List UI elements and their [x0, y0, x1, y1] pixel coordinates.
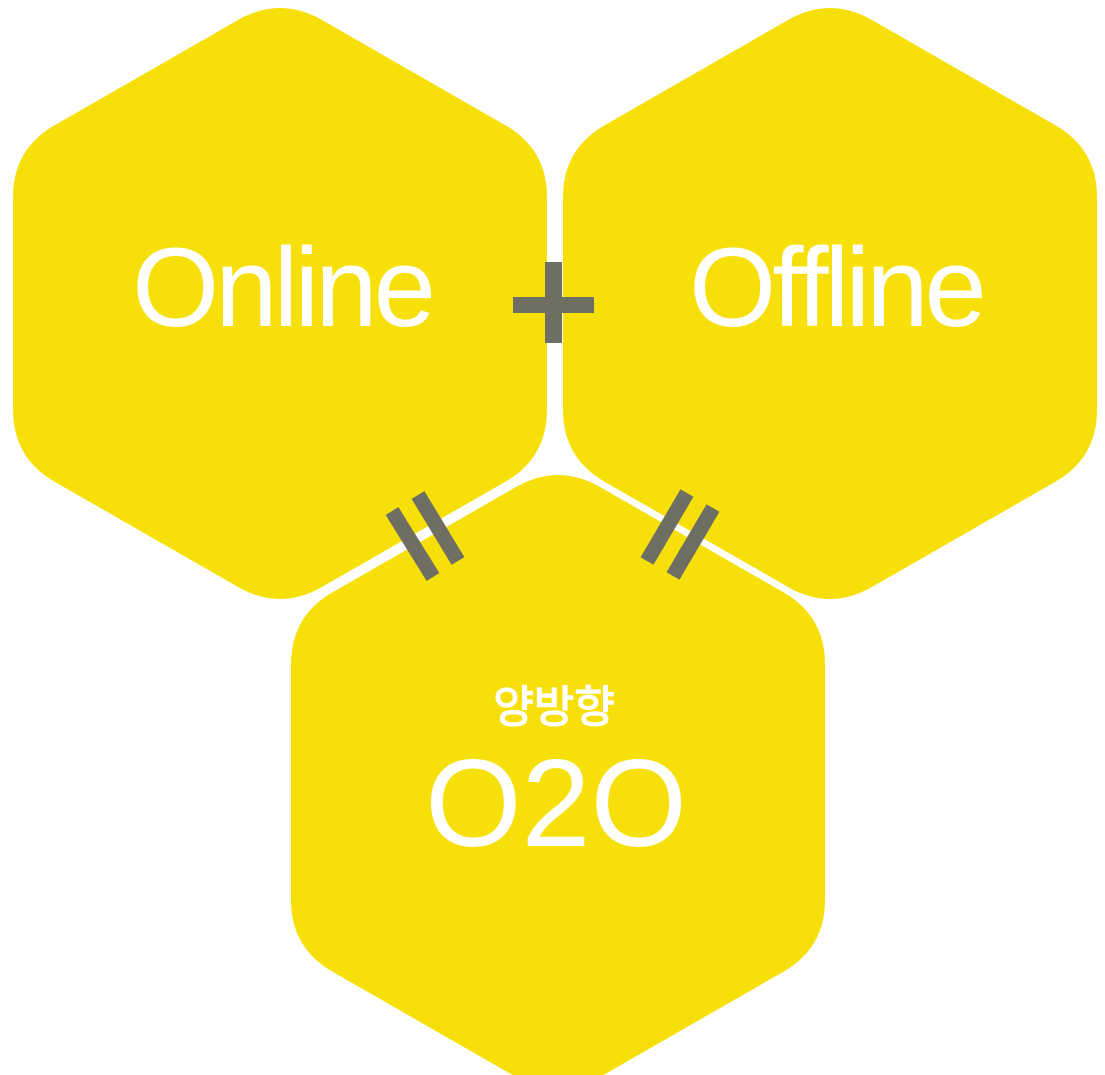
hexagon-o2o-shape — [291, 475, 825, 1075]
node-prefix-o2o: 양방향 — [493, 683, 614, 732]
equals-operator-left — [385, 491, 465, 581]
hexagon-o2o: 양방향 O2O — [291, 475, 825, 1075]
hexagon-online: Online — [13, 8, 547, 599]
equals-left-bar-1 — [385, 507, 440, 581]
plus-bar-vertical — [545, 262, 562, 343]
equals-right-bar-2 — [666, 504, 720, 580]
plus-operator — [513, 262, 594, 343]
hexagon-offline-shape — [563, 8, 1097, 599]
hexagon-online-shape — [13, 8, 547, 599]
hexagon-offline: Offline — [563, 8, 1097, 599]
node-label-offline: Offline — [689, 225, 983, 350]
equals-right-bar-1 — [640, 489, 694, 565]
equals-operator-right — [640, 489, 720, 580]
node-label-o2o: O2O — [425, 735, 687, 873]
equals-left-bar-2 — [411, 491, 465, 565]
node-label-online: Online — [132, 225, 432, 350]
